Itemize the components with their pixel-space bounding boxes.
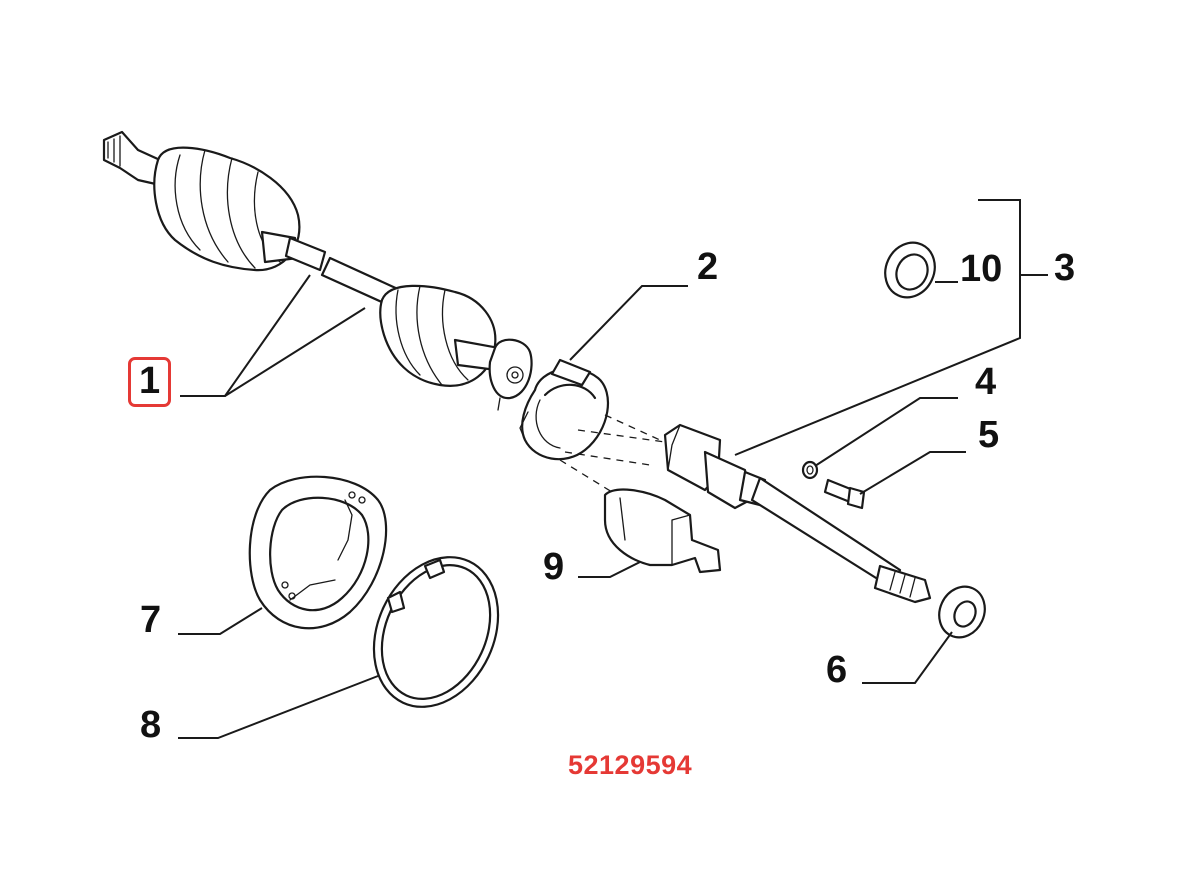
callout-10[interactable]: 10	[960, 248, 1003, 290]
callout-8[interactable]: 8	[140, 704, 162, 746]
clamp-part-2[interactable]	[519, 358, 610, 461]
callout-1[interactable]: 1	[128, 357, 172, 407]
band-clamp-part-8[interactable]	[350, 537, 521, 727]
callout-5[interactable]: 5	[978, 414, 1000, 456]
bracket-part-9[interactable]	[603, 488, 722, 574]
intermediate-shaft-part-3[interactable]	[663, 423, 932, 604]
bolt-part-5[interactable]	[823, 478, 866, 510]
callout-2[interactable]: 2	[697, 246, 719, 288]
drive-shaft-assembly-part-1[interactable]	[102, 130, 533, 411]
callout-3[interactable]: 3	[1054, 247, 1076, 289]
leader-lines	[178, 199, 1048, 739]
boot-housing-part-7[interactable]	[248, 475, 388, 630]
assembly-guide-lines	[559, 414, 666, 493]
part-number-label: 52129594	[568, 750, 693, 780]
callout-6[interactable]: 6	[826, 649, 848, 691]
callout-7[interactable]: 7	[140, 599, 162, 641]
callout-4[interactable]: 4	[975, 361, 997, 403]
washer-part-4[interactable]	[801, 460, 819, 480]
dust-seal-part-6[interactable]	[931, 579, 993, 645]
seal-ring-part-10[interactable]	[876, 234, 943, 305]
callout-9[interactable]: 9	[543, 546, 565, 588]
